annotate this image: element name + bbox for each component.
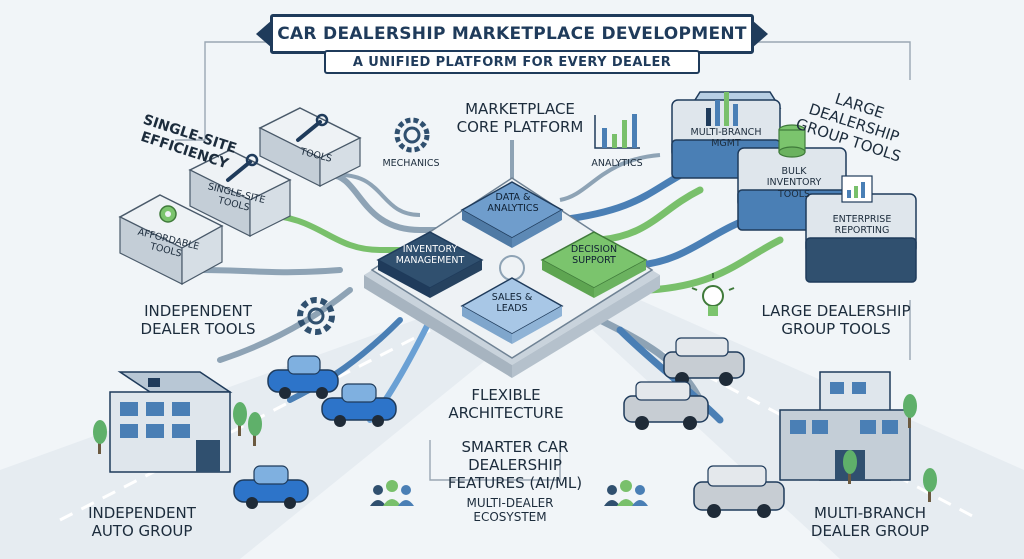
analytics-chart-icon	[594, 114, 640, 149]
multi-branch-dealer-group-label: MULTI-BRANCH DEALER GROUP	[810, 504, 930, 540]
title-banner: CAR DEALERSHIP MARKETPLACE DEVELOPMENT	[270, 14, 754, 54]
frame-connectors	[175, 41, 911, 481]
bar-chart-icon	[706, 92, 738, 126]
module-inventory-management-label: INVENTORY MANAGEMENT	[395, 244, 465, 267]
module-data-analytics-label: DATA & ANALYTICS	[487, 192, 539, 215]
box-bulk-inventory-tools-label: BULK INVENTORY TOOLS	[766, 166, 822, 200]
car-blue-1	[267, 355, 339, 399]
people-icon-right	[604, 480, 648, 506]
people-icon-left	[370, 480, 414, 506]
independent-auto-group-label: INDEPENDENT AUTO GROUP	[88, 504, 196, 540]
gear-icon	[297, 297, 335, 335]
car-blue-2	[321, 383, 397, 427]
subtitle-banner: A UNIFIED PLATFORM FOR EVERY DEALER	[324, 50, 700, 74]
building-independent-auto-group	[109, 371, 233, 473]
core-platform-title: MARKETPLACE CORE PLATFORM	[456, 100, 584, 136]
box-enterprise-reporting-label: ENTERPRISE REPORTING	[832, 214, 892, 237]
banner-tail-left	[256, 20, 272, 48]
car-blue-3	[233, 465, 309, 509]
page-subtitle: A UNIFIED PLATFORM FOR EVERY DEALER	[352, 54, 672, 70]
page-title: CAR DEALERSHIP MARKETPLACE DEVELOPMENT	[277, 24, 747, 44]
gear-icon	[159, 205, 177, 223]
smarter-features-label: SMARTER CAR DEALERSHIP FEATURES (AI/ML)	[447, 438, 583, 492]
flexible-architecture-label: FLEXIBLE ARCHITECTURE	[448, 386, 564, 422]
car-gray-3	[693, 465, 785, 518]
box-enterprise-reporting[interactable]	[805, 193, 917, 283]
box-multi-branch-mgmt-label: MULTI-BRANCH MGMT	[690, 127, 762, 150]
module-sales-leads-label: SALES & LEADS	[491, 292, 533, 315]
multi-dealer-ecosystem-label: MULTI-DEALER ECOSYSTEM	[466, 496, 554, 525]
analytics-label: ANALYTICS	[591, 158, 643, 169]
report-chart-icon	[841, 175, 873, 203]
box-single-site-tools[interactable]	[188, 149, 292, 237]
trees	[93, 394, 937, 502]
wrench-icon	[296, 113, 329, 142]
module-inventory-management[interactable]	[376, 231, 484, 298]
module-sales-leads[interactable]	[460, 277, 564, 344]
wrench-icon	[226, 153, 259, 182]
banner-tail-right	[752, 20, 768, 48]
large-dealership-group-tools-label: LARGE DEALERSHIP GROUP TOOLS	[761, 302, 911, 338]
box-tools[interactable]	[258, 107, 362, 187]
module-decision-support[interactable]	[540, 231, 648, 298]
mechanics-label: MECHANICS	[382, 158, 440, 169]
module-data-analytics[interactable]	[460, 181, 564, 248]
lightbulb-icon	[691, 273, 735, 316]
mechanics-gear-icon	[394, 117, 430, 153]
module-decision-support-label: DECISION SUPPORT	[570, 244, 618, 267]
database-icon	[778, 124, 806, 158]
car-gray-2	[623, 381, 709, 430]
car-gray-1	[663, 337, 745, 386]
core-platform	[364, 177, 660, 378]
independent-dealer-tools-label: INDEPENDENT DEALER TOOLS	[140, 302, 256, 338]
